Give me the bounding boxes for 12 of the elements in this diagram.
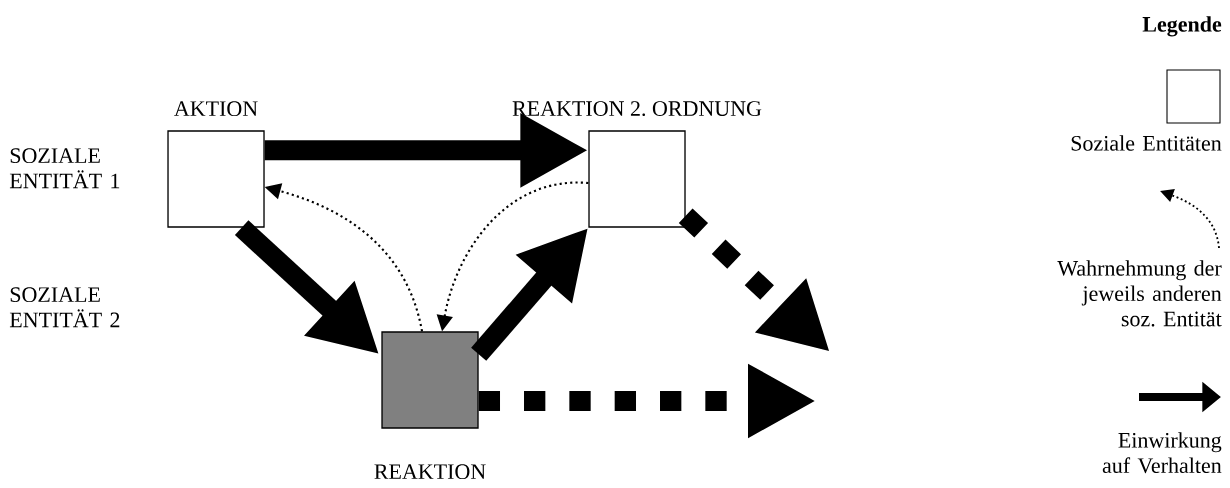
legend-text: Soziale Entitäten	[1071, 135, 1222, 151]
row-label: SOZIALE ENTITÄT 1	[9, 148, 120, 189]
row-label: SOZIALE ENTITÄT 2	[9, 287, 120, 328]
node-label: REAKTION 2. ORDNUNG	[512, 101, 762, 117]
legend-title: Legende	[1142, 16, 1222, 37]
entity-box: REAKTION 2. ORDNUNG	[512, 101, 762, 228]
node-label: REAKTION	[374, 464, 486, 480]
node-label: AKTION	[174, 101, 258, 117]
legend-text: Einwirkung auf Verhalten	[1102, 432, 1222, 474]
entity-box: AKTION	[167, 101, 265, 228]
legend-text: Wahrnehmung der jeweils anderen soz. Entität	[1057, 260, 1222, 327]
entity-box: REAKTION	[374, 331, 486, 480]
